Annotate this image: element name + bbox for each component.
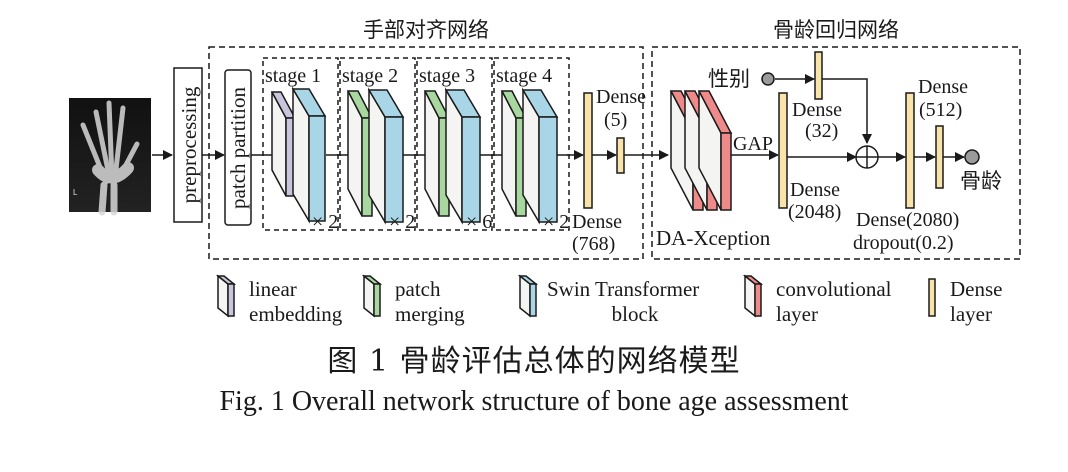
stage-frame [262,57,339,231]
gender-input-node [761,72,775,86]
patch-merging-block [346,90,374,217]
stage-repeat: × 2 [389,211,415,233]
patch-partition-block: patch partition [224,69,252,226]
caption-english: Fig. 1 Overall network structure of bone… [219,386,849,417]
dense-32-layer [814,51,823,100]
dense-2048-label-line2: (2048) [788,201,841,223]
dense-2080-label-line2: dropout(0.2) [853,232,954,254]
stage-label: stage 2 [342,65,398,87]
dense-layer-icon [928,278,936,317]
stage-label: stage 3 [419,65,475,87]
dense-512-label-line1: Dense [918,76,968,98]
legend-label-line2: merging [395,302,465,326]
stage-frame [339,57,416,231]
legend-label-line2: embedding [249,302,343,326]
output-node [964,149,980,165]
stage-2: stage 2 × 2 [339,57,416,233]
dense-5-layer [616,137,625,174]
preprocessing-block: preprocessing [173,67,203,223]
patch-merging-block [500,90,528,217]
layer-icon [517,274,539,318]
stage-3: stage 3 × 6 [416,57,493,233]
arrow [822,78,872,144]
stage-repeat: × 2 [312,211,338,233]
concat-node [855,145,879,169]
patch-merging-block [423,90,451,217]
swin-transformer-block [367,87,405,225]
dense-2048-label-line1: Dense [790,179,840,201]
dense-2048-layer [778,92,788,209]
legend-label-line1: Swin Transformer [547,277,699,301]
gender-label: 性别 [708,67,750,91]
stage-1: stage 1 × 2 [262,57,339,233]
dense-768-label-line2: (768) [572,233,615,255]
svg-text:L: L [73,188,78,197]
dense-768-label-line1: Dense [572,211,622,233]
swin-transformer-block [521,87,559,225]
preprocessing-label: preprocessing [177,86,201,203]
stage-frame [493,57,570,231]
dense-5-label-line2: (5) [604,109,627,131]
patch-partition-label: patch partition [226,87,250,209]
hand-xray-image: L [69,98,151,216]
legend-label-line1: Dense [950,277,1002,301]
network-diagram: L preprocessing 手部对齐网络 patch partition s… [69,18,1021,326]
dense-32-label-line2: (32) [805,120,838,142]
stage-repeat: × 2 [543,211,569,233]
legend-label-line1: convolutional [776,277,892,301]
output-label: 骨龄 [960,169,1002,193]
da-xception-label: DA-Xception [656,226,771,250]
legend-label-line2: block [612,302,659,326]
caption-chinese: 图 1 骨龄评估总体的网络模型 [327,344,741,379]
dense-2080-layer [905,92,915,209]
linear-embedding-block [270,91,297,197]
legend-label-line2: layer [950,302,992,326]
convolutional-layer [697,90,733,211]
stage-label: stage 1 [265,65,321,87]
dense-512-label-line2: (512) [919,99,962,121]
bone-age-title: 骨龄回归网络 [773,18,899,42]
stage-label: stage 4 [496,65,552,87]
legend-label-line1: patch [395,277,441,301]
stage-repeat: × 6 [466,211,492,233]
da-xception-block [669,90,733,211]
hand-alignment-title: 手部对齐网络 [363,18,489,42]
swin-stages: stage 1 × 2 stage 2 × 2 stage 3 × 6 stage 4 × 2 [262,57,570,233]
gap-label: GAP [733,133,773,155]
dense-2080-label-line1: Dense(2080) [856,209,959,231]
stage-4: stage 4 × 2 [493,57,570,233]
dense-512-layer [935,125,944,189]
layer-icon [742,274,764,318]
layer-icon [361,274,383,318]
dense-5-label-line1: Dense [596,86,646,108]
legend-label-line1: linear [249,277,297,301]
dense-768-layer [583,92,593,209]
legend-label-line2: layer [776,302,818,326]
layer-icon [215,274,237,318]
dense-32-label-line1: Dense [792,99,842,121]
swin-transformer-block [291,86,327,224]
hand-alignment-frame [208,46,644,260]
stage-frame [416,57,493,231]
swin-transformer-block [444,87,482,225]
bone-age-frame [651,46,1021,260]
